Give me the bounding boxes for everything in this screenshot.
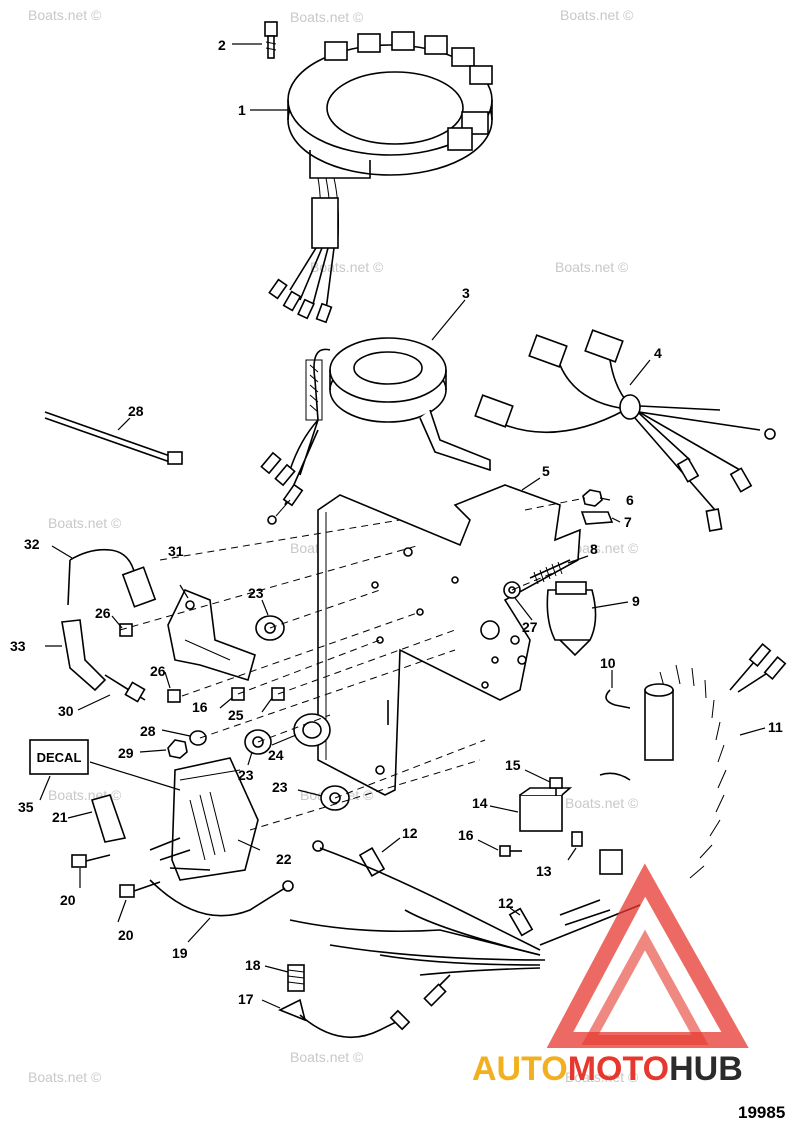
part-nut <box>582 489 603 507</box>
callout-2: 2 <box>218 37 226 53</box>
part-connector-boot <box>358 847 534 937</box>
callout-13: 13 <box>536 863 552 879</box>
callout-3: 3 <box>462 285 470 301</box>
part-ignition-module <box>171 757 259 881</box>
callout-35: 35 <box>18 799 34 815</box>
part-ignition-bracket <box>167 588 256 682</box>
callout-24: 24 <box>268 747 284 763</box>
automotohub-logo: AUTOMOTOHUB <box>472 863 749 1088</box>
logo-text: AUTOMOTOHUB <box>472 1050 743 1088</box>
watermark: Boats.net © <box>565 795 639 811</box>
watermark: Boats.net © <box>290 9 364 25</box>
callout-12: 12 <box>402 825 418 841</box>
part-grommets-washers <box>119 615 350 811</box>
watermark: Boats.net © <box>310 259 384 275</box>
watermark: Boats.net © <box>48 515 122 531</box>
part-decal: DECAL <box>29 739 89 775</box>
part-lower-wires <box>289 840 641 1007</box>
callout-7: 7 <box>624 514 632 530</box>
callout-8: 8 <box>590 541 598 557</box>
callout-28: 28 <box>140 723 156 739</box>
callout-17: 17 <box>238 991 254 1007</box>
part-bracket-small <box>90 794 127 843</box>
part-screw-small <box>499 845 522 857</box>
part-harness <box>474 329 776 532</box>
callout-30: 30 <box>58 703 74 719</box>
watermark: Boats.net © <box>565 540 639 556</box>
part-spring <box>529 559 571 585</box>
part-spark-lead <box>67 548 157 608</box>
callout-25: 25 <box>228 707 244 723</box>
callout-23: 23 <box>238 767 254 783</box>
part-main-harness <box>637 642 787 912</box>
part-cable-tie <box>44 411 183 465</box>
callout-34: 28 <box>128 403 144 419</box>
part-plug-boot <box>61 619 107 692</box>
callout-32: 32 <box>24 536 40 552</box>
part-clip <box>580 511 614 525</box>
part-stator <box>268 31 493 324</box>
part-connector-small <box>571 831 623 875</box>
callout-27: 27 <box>522 619 538 635</box>
callout-1: 1 <box>238 102 246 118</box>
watermark: Boats.net © <box>565 1069 639 1085</box>
callout-16: 16 <box>458 827 474 843</box>
part-wire-link <box>599 689 631 781</box>
watermark: Boats.net © <box>290 1049 364 1065</box>
callout-5: 5 <box>542 463 550 479</box>
callout-12: 12 <box>498 895 514 911</box>
leader-lines <box>39 43 766 1009</box>
callout-11: 11 <box>768 719 783 735</box>
part-switch <box>546 581 597 657</box>
part-ground-wire <box>149 837 294 917</box>
callout-labels: 2 1 3 4 28 5 6 7 8 9 10 11 12 12 13 14 1… <box>10 37 783 1007</box>
callout-26: 26 <box>95 605 111 621</box>
callout-20: 20 <box>60 892 76 908</box>
decal-label: DECAL <box>37 750 82 765</box>
callout-29: 29 <box>118 745 134 761</box>
alignment-lines <box>119 497 586 831</box>
callout-6: 6 <box>626 492 634 508</box>
part-relay <box>519 787 573 832</box>
part-ground-lead <box>278 998 411 1038</box>
watermark: Boats.net © <box>28 7 102 23</box>
callout-23: 23 <box>272 779 288 795</box>
callout-26: 26 <box>150 663 166 679</box>
part-rivet <box>549 777 563 796</box>
watermark: Boats.net © <box>28 1069 102 1085</box>
callout-22: 22 <box>276 851 292 867</box>
callout-15: 15 <box>505 757 521 773</box>
callout-18: 18 <box>245 957 261 973</box>
callout-9: 9 <box>632 593 640 609</box>
callout-23: 23 <box>248 585 264 601</box>
part-module-screws <box>71 854 161 898</box>
part-trigger <box>260 337 491 525</box>
callout-14: 14 <box>472 795 488 811</box>
callout-19: 19 <box>172 945 188 961</box>
callout-33: 33 <box>10 638 26 654</box>
part-grommet <box>287 964 305 992</box>
watermark: Boats.net © <box>555 259 629 275</box>
part-screw <box>264 21 278 59</box>
callout-20: 20 <box>118 927 134 943</box>
callout-21: 21 <box>52 809 68 825</box>
callout-31: 31 <box>168 543 184 559</box>
callout-4: 4 <box>654 345 662 361</box>
callout-16: 16 <box>192 699 208 715</box>
part-spark-plug <box>104 674 146 703</box>
watermark: Boats.net © <box>560 7 634 23</box>
part-mounting-plate <box>317 484 581 796</box>
figure-number: 19985 <box>738 1103 785 1122</box>
callout-10: 10 <box>600 655 616 671</box>
